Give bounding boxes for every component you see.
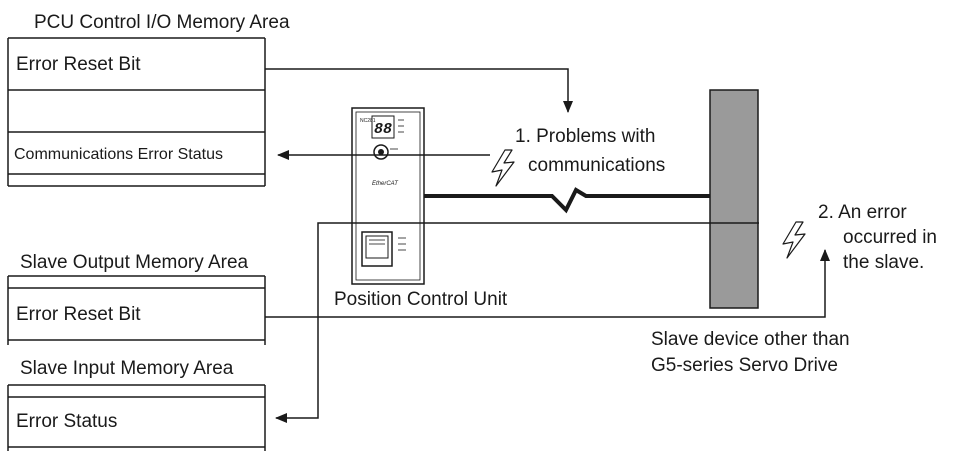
slave-device <box>709 89 759 309</box>
lightning-icon <box>491 149 515 187</box>
ethercat-logo: EtherCAT <box>372 181 399 187</box>
lightning-icon <box>782 221 806 259</box>
slave-input-error-status: Error Status <box>16 411 118 432</box>
error-annotation-line3: the slave. <box>843 252 925 273</box>
unit-model-label: NC281 <box>360 118 376 124</box>
pcu-area-title: PCU Control I/O Memory Area <box>34 12 290 33</box>
problem-annotation-line1: 1. Problems with <box>515 126 656 147</box>
problem-annotation-line2: communications <box>528 155 666 176</box>
ethercat-cable <box>424 187 710 214</box>
position-control-unit: 88 NC281 EtherCAT <box>351 107 425 285</box>
position-control-unit-label: Position Control Unit <box>334 289 508 310</box>
slave-device-label-line2: G5-series Servo Drive <box>651 355 838 376</box>
error-annotation-line1: 2. An error <box>818 202 907 223</box>
slave-device-label-line1: Slave device other than <box>651 329 850 350</box>
slave-input-title: Slave Input Memory Area <box>20 358 234 379</box>
rj45-port-icon <box>361 231 406 267</box>
slave-error-status-arrow <box>275 222 759 423</box>
slave-output-table <box>7 275 266 345</box>
seven-segment-display: 88 <box>371 115 395 139</box>
display-readout: 88 <box>374 121 392 138</box>
pcu-comm-error-status: Communications Error Status <box>14 146 223 163</box>
pcu-error-reset-bit: Error Reset Bit <box>16 54 141 75</box>
pcu-memory-table <box>7 37 266 187</box>
slave-output-error-reset-bit: Error Reset Bit <box>16 304 141 325</box>
slave-output-title: Slave Output Memory Area <box>20 252 249 273</box>
error-annotation-line2: occurred in <box>843 227 937 248</box>
slave-input-table <box>7 384 266 451</box>
reset-bit-arrow <box>265 68 573 113</box>
slave-reset-arrow <box>265 249 830 318</box>
